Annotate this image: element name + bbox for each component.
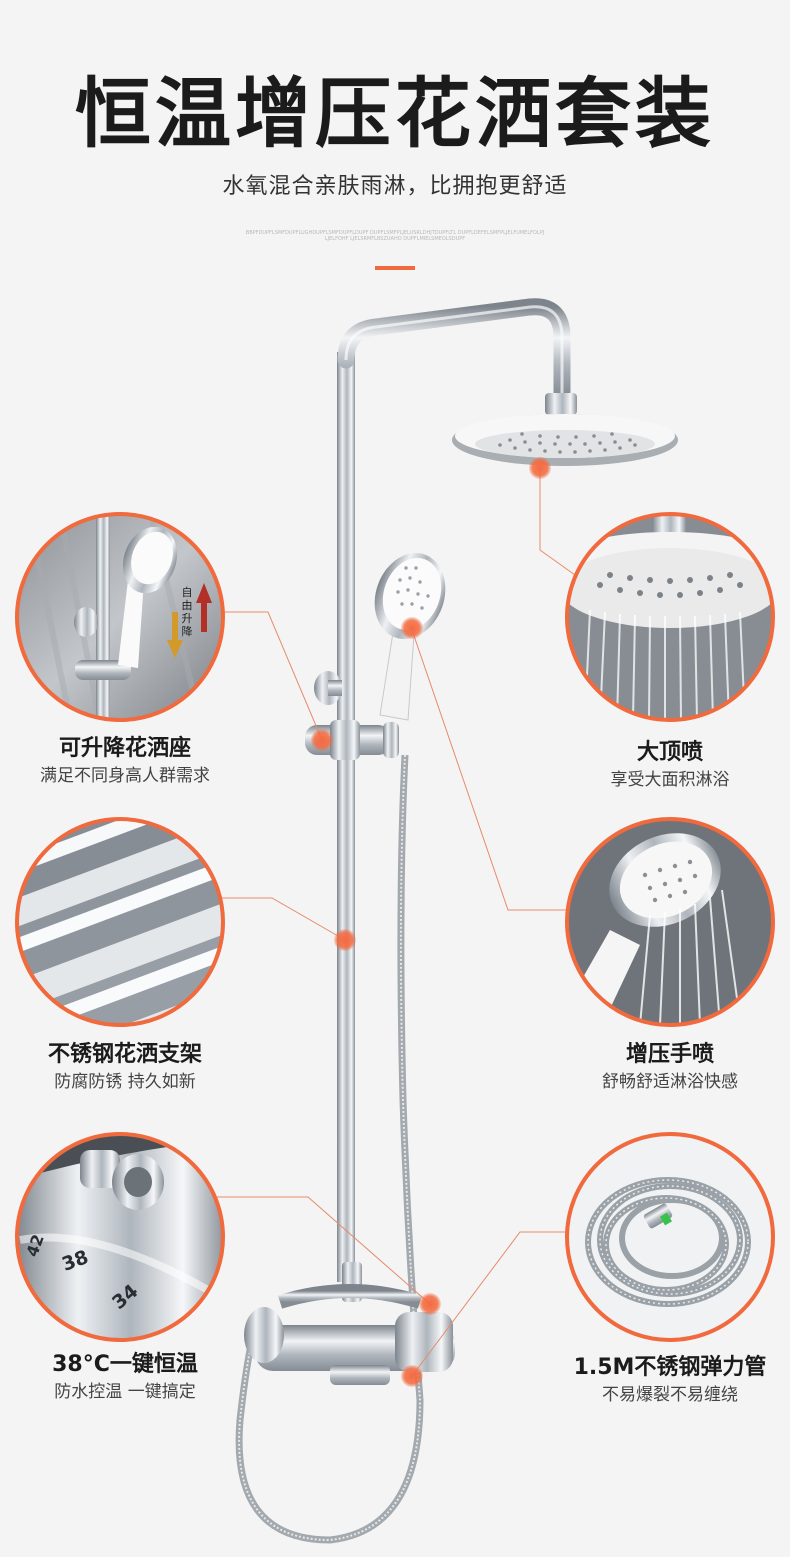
detail-circle-lift-holder [15, 512, 225, 722]
feature-title: 不锈钢花洒支架 [47, 1042, 202, 1067]
accent-divider [375, 266, 415, 270]
feature-pressurized-hand-shower: 增压手喷 舒畅舒适淋浴快感 [555, 1040, 785, 1094]
hand-shower [374, 553, 446, 721]
page-subtitle: 水氧混合亲肤雨淋，比拥抱更舒适 [222, 174, 568, 199]
feature-title: 38°C一键恒温 [52, 1352, 198, 1377]
feature-desc: 防水控温 一键搞定 [54, 1382, 196, 1402]
fineprint-text: BBPFDUPFLSMFDUPFLUGHDUPFLSMFDUPFLDUPF DU… [245, 230, 545, 242]
lift-note-label: 自由升降 [181, 586, 193, 638]
callout-dots [311, 457, 551, 1387]
callout-lines [215, 468, 576, 1377]
feature-title: 可升降花洒座 [58, 736, 191, 761]
feature-elastic-hose: 1.5M不锈钢弹力管 不易爆裂不易缠绕 [550, 1353, 790, 1407]
feature-title: 1.5M不锈钢弹力管 [573, 1355, 767, 1380]
shower-column [235, 298, 678, 1544]
feature-desc: 满足不同身高人群需求 [40, 766, 210, 786]
feature-desc: 不易爆裂不易缠绕 [602, 1385, 738, 1405]
feature-desc: 享受大面积淋浴 [610, 770, 730, 790]
feature-rain-head: 大顶喷 享受大面积淋浴 [555, 738, 785, 792]
detail-circle-hose [565, 1132, 775, 1342]
detail-circle-pipe [15, 817, 225, 1027]
feature-desc: 防腐防锈 持久如新 [54, 1072, 196, 1092]
feature-steel-bracket: 不锈钢花洒支架 防腐防锈 持久如新 [10, 1040, 240, 1094]
feature-desc: 舒畅舒适淋浴快感 [602, 1072, 738, 1092]
feature-title: 大顶喷 [636, 740, 703, 765]
feature-lift-holder: 可升降花洒座 满足不同身高人群需求 [10, 734, 240, 788]
feature-thermostat: 38°C一键恒温 防水控温 一键搞定 [10, 1350, 240, 1404]
detail-circle-rain-head [565, 512, 775, 722]
detail-circle-thermostat [15, 1132, 225, 1342]
detail-circle-hand-shower [565, 817, 775, 1027]
page-title: 恒温增压花洒套装 [75, 69, 715, 158]
feature-title: 增压手喷 [625, 1042, 714, 1067]
